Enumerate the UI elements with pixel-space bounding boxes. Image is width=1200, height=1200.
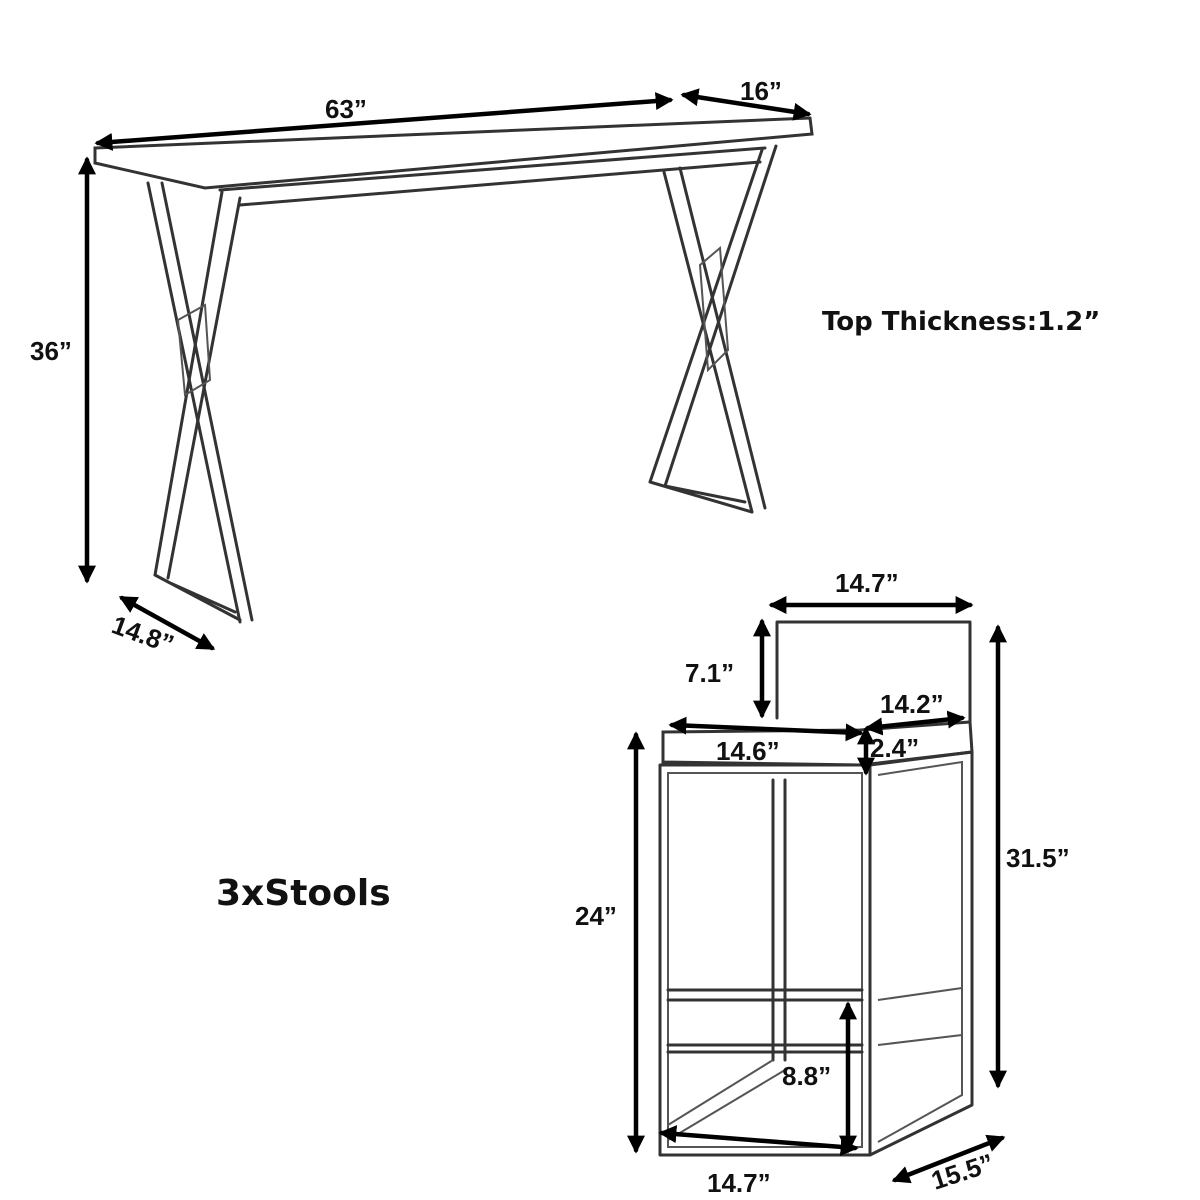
seat-thickness-label: 2.4” (870, 733, 919, 763)
seat-width-arrow (668, 716, 864, 742)
top-thickness-label: Top Thickness:1.2” (822, 307, 1100, 337)
table-left-leg (146, 181, 254, 624)
back-height-label: 7.1” (685, 658, 734, 688)
footrest-height-label: 8.8” (782, 1061, 831, 1091)
stool-side-frame (868, 750, 974, 1157)
base-depth-arrow (891, 1134, 1006, 1184)
seat-height-label: 24” (575, 901, 617, 931)
table-height-label: 36” (30, 336, 72, 366)
table-leg-depth-arrow (118, 595, 216, 651)
stool-backrest (775, 620, 972, 727)
stool-dimensions (627, 596, 1007, 1184)
table-depth-arrow (680, 88, 812, 121)
stool-front-frame (658, 763, 872, 1157)
table-dimensions (78, 88, 812, 651)
table-leg-depth-label: 14.8” (108, 609, 178, 659)
base-width-arrow (658, 1125, 859, 1156)
table-depth-label: 16” (740, 76, 782, 106)
table-width-arrow (94, 92, 674, 151)
base-width-label: 14.7” (707, 1168, 771, 1198)
table-apron (218, 146, 767, 207)
seat-depth-arrow (864, 710, 966, 736)
seat-depth-label: 14.2” (880, 689, 944, 719)
bar-table-drawing (93, 116, 814, 624)
table-width-label: 63” (325, 94, 367, 124)
seat-width-label: 14.6” (716, 736, 780, 766)
stool-count-label: 3xStools (216, 873, 391, 914)
back-width-label: 14.7” (835, 568, 899, 598)
overall-height-label: 31.5” (1006, 843, 1070, 873)
table-right-leg (648, 144, 778, 514)
